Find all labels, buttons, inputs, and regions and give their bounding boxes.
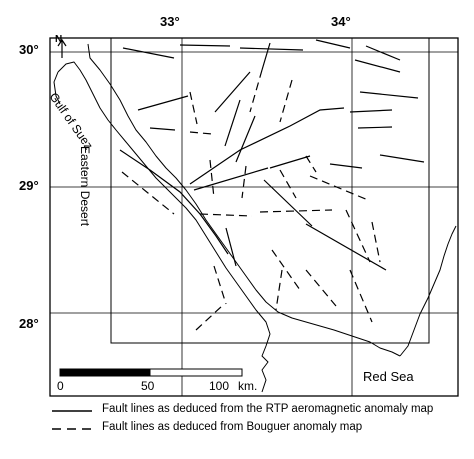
fault-rtp-20	[263, 179, 313, 227]
fault-bg-19	[213, 265, 227, 305]
fault-rtp-14	[349, 109, 393, 113]
fault-bg-17	[349, 269, 373, 323]
gulf-west-shore	[57, 61, 271, 393]
fault-rtp-3	[239, 47, 304, 51]
legend-solid-swatch	[52, 410, 92, 412]
gulf-east-shore	[87, 43, 401, 357]
fault-rtp-21	[305, 223, 387, 271]
fault-rtp-10	[149, 127, 176, 131]
fault-bg-4	[279, 79, 293, 123]
north-arrow-icon	[57, 38, 67, 58]
gulf-axis-line	[119, 149, 229, 255]
fault-bg-9	[241, 165, 247, 199]
scale-label-zero: 0	[57, 379, 64, 393]
fault-rtp-2	[179, 44, 231, 47]
fault-bg-18	[275, 269, 283, 311]
scale-label-mid: 50	[141, 379, 155, 393]
fault-bg-7	[121, 171, 175, 215]
fault-bg-13	[345, 209, 371, 263]
lon-label-33: 33°	[160, 14, 180, 29]
lon-label-34: 34°	[331, 14, 351, 29]
study-area-box	[110, 37, 430, 344]
scale-label-end: 100	[209, 379, 230, 393]
scale-label-unit: km.	[238, 379, 258, 393]
fault-bg-10	[279, 169, 297, 199]
fault-bg-15	[271, 249, 301, 291]
lat-label-29: 29°	[19, 178, 39, 193]
legend-dashed-swatch	[52, 428, 92, 430]
fault-bg-12	[309, 175, 369, 201]
fault-bg-8	[209, 159, 215, 199]
fault-rtp-13	[359, 91, 419, 99]
lat-label-30: 30°	[19, 42, 39, 57]
fault-rtp-22	[225, 227, 237, 267]
fault-bg-16	[305, 269, 337, 307]
fault-bg-5	[199, 213, 253, 217]
fault-rtp-11	[224, 99, 241, 147]
north-label: N	[55, 34, 63, 45]
fault-bg-20	[195, 305, 223, 331]
fault-rtp-9	[214, 71, 251, 113]
fault-bg-11	[305, 155, 317, 173]
fault-rtp-12	[235, 115, 256, 163]
fault-rtp-15	[357, 126, 393, 129]
faults-bouguer	[121, 69, 381, 331]
lat-label-28: 28°	[19, 316, 39, 331]
fault-bg-2	[189, 131, 213, 135]
faults-rtp	[122, 39, 425, 271]
coastline	[53, 43, 457, 393]
fault-bg-1	[189, 91, 198, 125]
fault-bg-3	[249, 69, 263, 113]
fault-rtp-7	[354, 59, 401, 73]
fault-rtp-6	[261, 42, 271, 71]
fault-rtp-4	[315, 39, 351, 49]
fault-rtp-16	[379, 154, 425, 163]
legend-dashed-label: Fault lines as deduced from Bouguer anom…	[102, 421, 363, 433]
fault-bg-14	[371, 221, 381, 263]
fault-rtp-19	[193, 167, 269, 191]
eastern-desert-label: Eastern Desert	[78, 146, 92, 227]
fault-rtp-5	[365, 45, 401, 61]
fault-rtp-1	[122, 47, 175, 59]
fault-rtp-18	[329, 163, 363, 169]
legend-solid: Fault lines as deduced from the RTP aero…	[52, 403, 472, 419]
legend-dashed: Fault lines as deduced from Bouguer anom…	[52, 421, 472, 437]
legend-solid-label: Fault lines as deduced from the RTP aero…	[102, 403, 434, 415]
north-coast	[53, 71, 61, 105]
fault-rtp-17	[269, 155, 311, 169]
fault-rtp-23	[189, 107, 345, 185]
scale-bar	[59, 368, 243, 377]
red-sea-label: Red Sea	[363, 369, 414, 384]
fault-rtp-8	[137, 95, 189, 111]
red-sea-coast	[399, 225, 457, 357]
